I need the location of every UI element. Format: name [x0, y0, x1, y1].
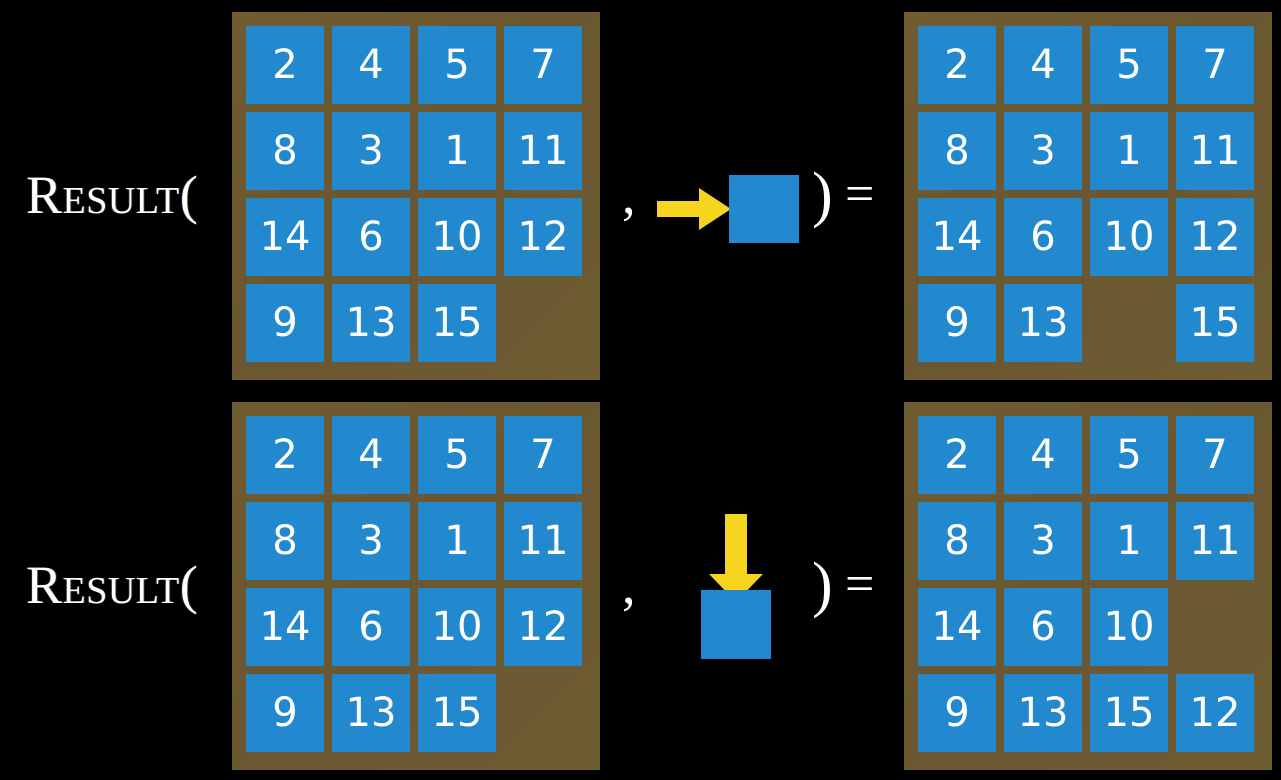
equals-sign-bottom: = [845, 556, 875, 613]
puzzle-tile[interactable]: 6 [1004, 588, 1082, 666]
puzzle-tile[interactable]: 1 [1090, 112, 1168, 190]
puzzle-tile[interactable]: 6 [332, 198, 410, 276]
puzzle-tile[interactable]: 4 [332, 416, 410, 494]
puzzle-tile[interactable]: 15 [1090, 674, 1168, 752]
puzzle-tile[interactable]: 2 [918, 416, 996, 494]
puzzle-tile[interactable]: 14 [246, 198, 324, 276]
puzzle-tile[interactable]: 1 [418, 112, 496, 190]
puzzle-tile[interactable]: 3 [332, 112, 410, 190]
puzzle-tile[interactable]: 2 [246, 416, 324, 494]
puzzle-tile[interactable]: 9 [246, 674, 324, 752]
blank-tile [504, 284, 582, 362]
puzzle-tile[interactable]: 5 [1090, 416, 1168, 494]
puzzle-tile[interactable]: 3 [1004, 112, 1082, 190]
puzzle-tile[interactable]: 2 [918, 26, 996, 104]
puzzle-tile[interactable]: 13 [332, 284, 410, 362]
puzzle-tile[interactable]: 4 [332, 26, 410, 104]
puzzle-tile[interactable]: 11 [1176, 112, 1254, 190]
equals-sign-top: = [845, 166, 875, 223]
blank-tile [504, 674, 582, 752]
blank-tile [1090, 284, 1168, 362]
puzzle-tile[interactable]: 4 [1004, 26, 1082, 104]
blank-tile [1176, 588, 1254, 666]
puzzle-tile[interactable]: 1 [1090, 502, 1168, 580]
puzzle-tile[interactable]: 11 [504, 112, 582, 190]
puzzle-tile[interactable]: 15 [418, 674, 496, 752]
puzzle-tile[interactable]: 9 [246, 284, 324, 362]
result-function-label-top: Result( [26, 165, 199, 225]
close-paren-bottom: ) [812, 551, 833, 619]
puzzle-tile[interactable]: 13 [1004, 284, 1082, 362]
puzzle-tile[interactable]: 6 [332, 588, 410, 666]
puzzle-tile[interactable]: 7 [1176, 416, 1254, 494]
puzzle-tile[interactable]: 13 [1004, 674, 1082, 752]
puzzle-tile[interactable]: 8 [918, 112, 996, 190]
puzzle-tile[interactable]: 8 [246, 112, 324, 190]
puzzle-tile[interactable]: 5 [418, 26, 496, 104]
puzzle-tile[interactable]: 7 [504, 26, 582, 104]
puzzle-tile[interactable]: 13 [332, 674, 410, 752]
puzzle-tile[interactable]: 8 [918, 502, 996, 580]
puzzle-tile[interactable]: 9 [918, 284, 996, 362]
puzzle-tile[interactable]: 8 [246, 502, 324, 580]
puzzle-tile[interactable]: 9 [918, 674, 996, 752]
blank-tile-indicator-bottom [701, 590, 771, 659]
puzzle-tile[interactable]: 12 [504, 198, 582, 276]
puzzle-tile[interactable]: 11 [1176, 502, 1254, 580]
result-function-label-bottom: Result( [26, 555, 199, 615]
puzzle-tile[interactable]: 10 [1090, 588, 1168, 666]
comma-separator-bottom: , [622, 555, 636, 615]
puzzle-tile[interactable]: 4 [1004, 416, 1082, 494]
arrow-right-icon [657, 188, 731, 230]
puzzle-tile[interactable]: 10 [418, 588, 496, 666]
puzzle-tile[interactable]: 5 [418, 416, 496, 494]
puzzle-tile[interactable]: 7 [504, 416, 582, 494]
puzzle-tile[interactable]: 14 [918, 198, 996, 276]
puzzle-tile[interactable]: 15 [418, 284, 496, 362]
puzzle-tile[interactable]: 10 [1090, 198, 1168, 276]
puzzle-tile[interactable]: 12 [1176, 674, 1254, 752]
puzzle-tile[interactable]: 15 [1176, 284, 1254, 362]
close-paren-top: ) [812, 161, 833, 229]
arrow-down-icon [709, 514, 763, 602]
puzzle-tile[interactable]: 14 [246, 588, 324, 666]
puzzle-tile[interactable]: 1 [418, 502, 496, 580]
comma-separator-top: , [622, 165, 636, 225]
puzzle-tile[interactable]: 3 [1004, 502, 1082, 580]
puzzle-tile[interactable]: 12 [504, 588, 582, 666]
puzzle-tile[interactable]: 6 [1004, 198, 1082, 276]
puzzle-tile[interactable]: 2 [246, 26, 324, 104]
puzzle-tile[interactable]: 10 [418, 198, 496, 276]
puzzle-tile[interactable]: 5 [1090, 26, 1168, 104]
puzzle-tile[interactable]: 14 [918, 588, 996, 666]
puzzle-tile[interactable]: 11 [504, 502, 582, 580]
puzzle-tile[interactable]: 7 [1176, 26, 1254, 104]
puzzle-tile[interactable]: 3 [332, 502, 410, 580]
blank-tile-indicator-top [729, 175, 799, 243]
puzzle-tile[interactable]: 12 [1176, 198, 1254, 276]
